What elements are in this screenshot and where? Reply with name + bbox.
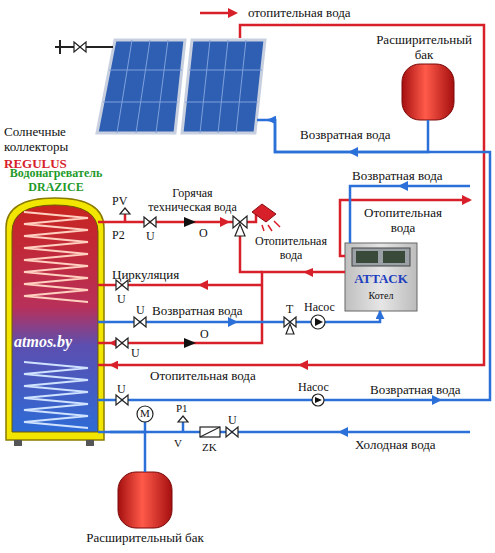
pipe-label: Горячая техническая вода xyxy=(140,186,245,214)
flow-arrow xyxy=(348,147,358,157)
pipe-connector xyxy=(110,311,380,322)
pipe-connector xyxy=(110,272,345,343)
check-valve xyxy=(184,217,196,227)
flow-arrow xyxy=(228,8,238,18)
panel-grid xyxy=(103,40,262,133)
part-mark: U xyxy=(228,413,237,427)
heater-tank xyxy=(12,205,98,432)
expansion-tank: Расширительный бак xyxy=(372,32,476,124)
part-mark: U xyxy=(136,303,145,317)
valve-symbol xyxy=(226,427,238,437)
node-text: Солнечные коллекторы xyxy=(4,124,98,154)
expansion-tank: Расширительный бак xyxy=(80,466,210,548)
pipe-label: Циркуляция xyxy=(112,267,179,282)
flow-arrow xyxy=(198,280,208,290)
flow-arrow xyxy=(220,217,230,227)
expansion-tank xyxy=(402,64,454,120)
node-text: Котел xyxy=(345,290,417,302)
pump-symbol xyxy=(312,394,324,406)
air-vent-pipe xyxy=(55,40,113,54)
node-text: Расширительный бак xyxy=(372,32,476,62)
node-text: Водонагреватель DRAZICE xyxy=(2,166,110,194)
boiler-display xyxy=(356,251,378,263)
pipe-label: atmos.by xyxy=(14,333,72,351)
part-mark: T xyxy=(286,302,293,316)
flow-arrow xyxy=(338,427,348,437)
flow-arrow xyxy=(462,195,472,205)
safety-valve xyxy=(178,416,188,422)
thermo-valve xyxy=(286,324,294,334)
pipe-connector xyxy=(268,120,428,152)
heating-coil xyxy=(24,212,88,302)
shower-water xyxy=(262,221,280,231)
pipe-label: Возвратная вода xyxy=(152,303,243,318)
gauge-symbol xyxy=(137,406,153,422)
boiler-body xyxy=(345,243,417,311)
mixing-valve xyxy=(235,224,245,236)
part-mark: PV xyxy=(112,194,127,208)
valve-symbol xyxy=(116,395,128,405)
flow-arrow xyxy=(228,317,238,327)
pipe-label: Возвратная вода xyxy=(352,168,443,183)
solar-panel xyxy=(97,40,185,133)
check-valve xyxy=(184,338,196,348)
part-mark: V xyxy=(174,437,182,450)
pipe-label: Отопительная вода xyxy=(150,368,256,383)
part-mark: P1 xyxy=(176,402,188,415)
node-text: Расширительный бак xyxy=(80,530,210,545)
boiler-box: ATTACK Котел xyxy=(345,243,417,311)
flow-arrow xyxy=(303,268,313,277)
safety-valve xyxy=(120,208,130,214)
water-heater: Водонагреватель DRAZICE xyxy=(2,166,110,446)
pipe-label: Отопительная вода xyxy=(358,205,448,235)
pump-symbol xyxy=(311,315,325,329)
boiler-panel xyxy=(352,248,410,266)
pipe-connector xyxy=(110,432,145,466)
part-mark: U xyxy=(117,292,126,306)
check-valve xyxy=(200,427,220,437)
hot-pipe xyxy=(98,13,470,365)
valve-symbol xyxy=(134,317,146,327)
boiler-display xyxy=(383,251,405,263)
pipe-connector xyxy=(110,25,484,365)
valve-symbol xyxy=(74,42,86,52)
check-valve xyxy=(200,427,220,437)
part-mark: ZK xyxy=(202,441,217,454)
heating-coil xyxy=(24,362,88,428)
cold-pipe xyxy=(98,120,470,472)
part-mark: M xyxy=(139,407,151,420)
pipe-connector xyxy=(110,120,490,400)
pipe-label: отопительная вода xyxy=(248,5,351,20)
pipe-label: Возвратная вода xyxy=(300,127,391,142)
part-mark: U xyxy=(146,229,155,243)
part-mark: O xyxy=(199,226,208,240)
pipe-label: Возвратная вода xyxy=(370,382,461,397)
valve-symbol xyxy=(116,338,128,348)
pump-symbol xyxy=(315,397,322,403)
pipe-label: Холодная вода xyxy=(355,437,436,452)
shower-head xyxy=(252,204,276,222)
heater-leg xyxy=(14,440,22,446)
part-mark: P2 xyxy=(112,228,125,242)
pipe-label: Отопительная вода xyxy=(250,234,332,262)
pipe-label: Насос xyxy=(298,380,329,394)
flow-arrow xyxy=(298,360,308,370)
part-mark: U xyxy=(131,346,140,360)
expansion-tank xyxy=(118,472,172,528)
part-mark: U xyxy=(117,382,126,396)
heater-leg xyxy=(86,440,94,446)
node-text: ATTACK xyxy=(345,271,417,286)
pump-symbol xyxy=(315,318,323,326)
part-mark: O xyxy=(200,327,209,341)
solar-collector: Солнечные коллекторыREGULUS xyxy=(4,38,268,173)
heater-shell xyxy=(6,198,104,440)
pipe-label: Насос xyxy=(304,300,335,314)
valve-symbol xyxy=(144,217,156,227)
